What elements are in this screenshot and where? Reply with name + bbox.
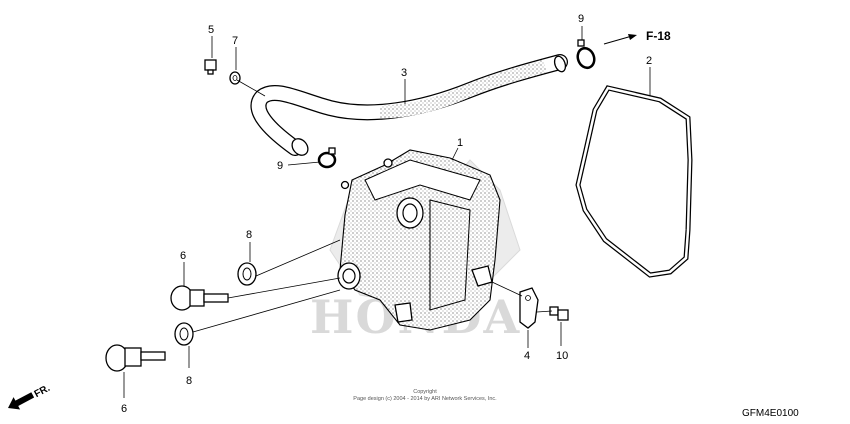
- bolt-10[interactable]: [549, 306, 569, 321]
- callout-6-top: 6: [180, 250, 186, 262]
- callout-8-bottom: 8: [186, 375, 192, 387]
- callout-1: 1: [457, 137, 463, 149]
- callout-9-left: 9: [277, 160, 283, 172]
- cylinder-head-cover[interactable]: [337, 149, 501, 331]
- flange-bolt-6-bottom[interactable]: [105, 344, 166, 372]
- copyright-line-2: Page design (c) 2004 - 2014 by ARI Netwo…: [353, 396, 497, 402]
- direction-reference[interactable]: F-18: [603, 29, 671, 45]
- hose-clip-left[interactable]: [317, 147, 337, 169]
- diagram-code: GFM4E0100: [742, 408, 799, 419]
- direction-ref-label: F-18: [646, 29, 671, 43]
- washer-7[interactable]: [229, 71, 241, 85]
- front-marker: FR.: [8, 383, 53, 410]
- callout-2: 2: [646, 55, 652, 67]
- callout-3: 3: [401, 67, 407, 79]
- callout-9-top: 9: [578, 13, 584, 25]
- bolt-5[interactable]: [204, 59, 217, 75]
- breather-hose[interactable]: [250, 54, 568, 159]
- callout-4: 4: [524, 350, 530, 362]
- callout-6-bottom: 6: [121, 403, 127, 415]
- callout-8-top: 8: [246, 229, 252, 241]
- flange-bolt-6-top[interactable]: [170, 285, 229, 311]
- sealing-washer-8-bottom[interactable]: [174, 322, 194, 346]
- callout-5: 5: [208, 24, 214, 36]
- hose-clip-top[interactable]: [575, 39, 597, 70]
- front-marker-label: FR.: [33, 383, 53, 400]
- sealing-washer-8-top[interactable]: [237, 262, 257, 286]
- callout-labels: 5 7 3 9 2 1 9 8 6 8 6 4 10: [121, 13, 652, 415]
- arrow-right-icon: [628, 34, 637, 40]
- copyright-notice: Copyright Page design (c) 2004 - 2014 by…: [353, 389, 497, 402]
- leader-lines: [123, 26, 651, 398]
- callout-7: 7: [232, 35, 238, 47]
- head-cover-gasket[interactable]: [575, 85, 693, 278]
- front-arrow-icon: [8, 392, 35, 410]
- callout-10: 10: [556, 350, 568, 362]
- bracket-4[interactable]: [519, 287, 539, 329]
- copyright-line-1: Copyright: [413, 389, 437, 395]
